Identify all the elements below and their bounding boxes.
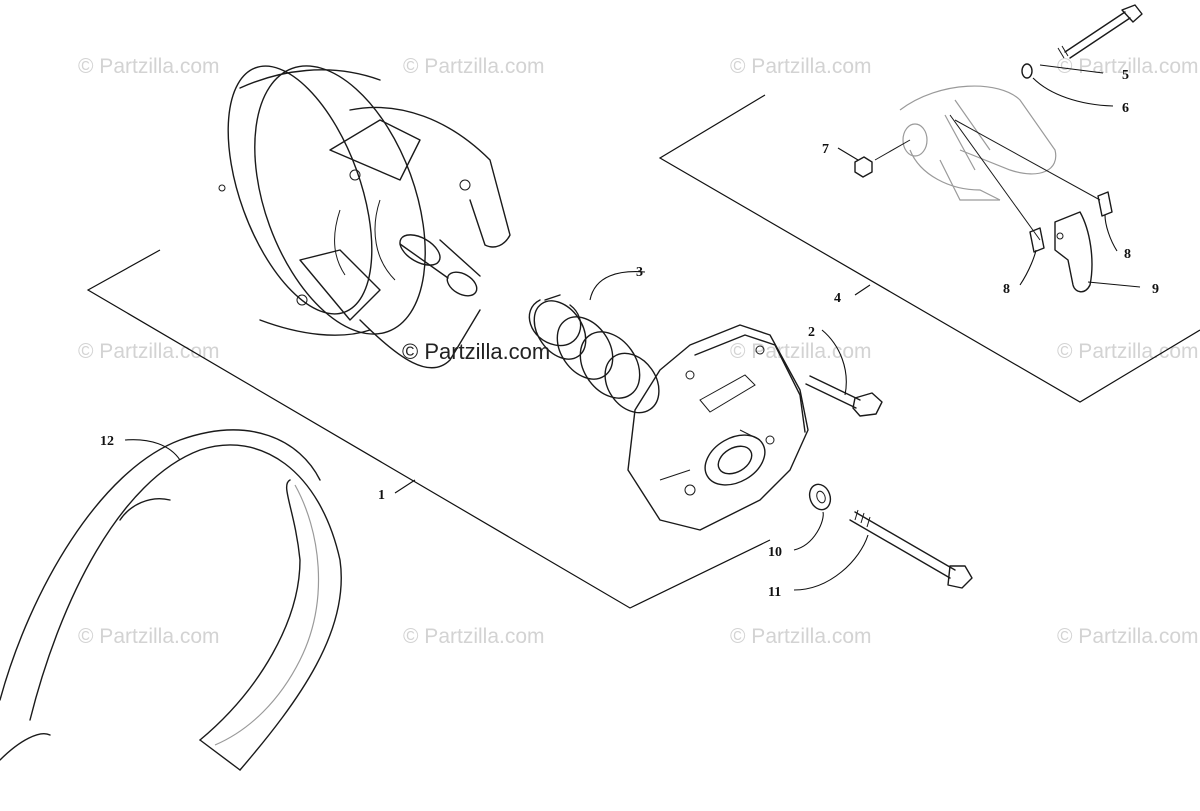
watermark: © Partzilla.com — [78, 340, 220, 363]
bolt — [805, 375, 883, 417]
watermark-center: © Partzilla.com — [402, 339, 550, 364]
nut — [854, 139, 911, 178]
callout-5: 5 — [1122, 68, 1129, 83]
assembly-bracket-4 — [658, 94, 1200, 403]
clutch-sheave — [218, 65, 511, 369]
leader-lines — [124, 64, 1141, 591]
watermark: © Partzilla.com — [730, 625, 872, 648]
washer — [808, 483, 832, 511]
cover-plate — [627, 324, 809, 531]
pivot-bolt — [1057, 4, 1143, 59]
spring — [528, 294, 660, 414]
watermark: © Partzilla.com — [1057, 340, 1199, 363]
callout-10: 10 — [768, 545, 782, 560]
watermarks: © Partzilla.com © Partzilla.com © Partzi… — [78, 55, 1199, 648]
callout-1: 1 — [378, 488, 385, 503]
watermark: © Partzilla.com — [78, 625, 220, 648]
callout-12: 12 — [100, 434, 114, 449]
watermark: © Partzilla.com — [730, 55, 872, 78]
callout-9: 9 — [1152, 282, 1159, 297]
small-washer — [1021, 63, 1033, 79]
callout-8: 8 — [1124, 247, 1131, 262]
callout-8: 8 — [1003, 282, 1010, 297]
assembly-bracket-1 — [86, 249, 771, 609]
watermark: © Partzilla.com — [403, 625, 545, 648]
callout-6: 6 — [1122, 101, 1129, 116]
long-bolt — [849, 509, 973, 589]
watermark: © Partzilla.com — [78, 55, 220, 78]
callout-4: 4 — [834, 291, 841, 306]
watermark: © Partzilla.com — [730, 340, 872, 363]
drive-belt — [0, 429, 342, 771]
callout-numbers: 1 2 3 4 5 6 7 8 8 9 10 11 12 — [100, 68, 1159, 600]
watermark: © Partzilla.com — [403, 55, 545, 78]
watermark: © Partzilla.com — [1057, 625, 1199, 648]
callout-3: 3 — [636, 265, 643, 280]
cam-weights — [949, 114, 1113, 293]
callout-2: 2 — [808, 325, 815, 340]
callout-11: 11 — [768, 585, 781, 600]
callout-7: 7 — [822, 142, 829, 157]
arm-assembly — [899, 85, 1057, 201]
watermark: © Partzilla.com — [1057, 55, 1199, 78]
